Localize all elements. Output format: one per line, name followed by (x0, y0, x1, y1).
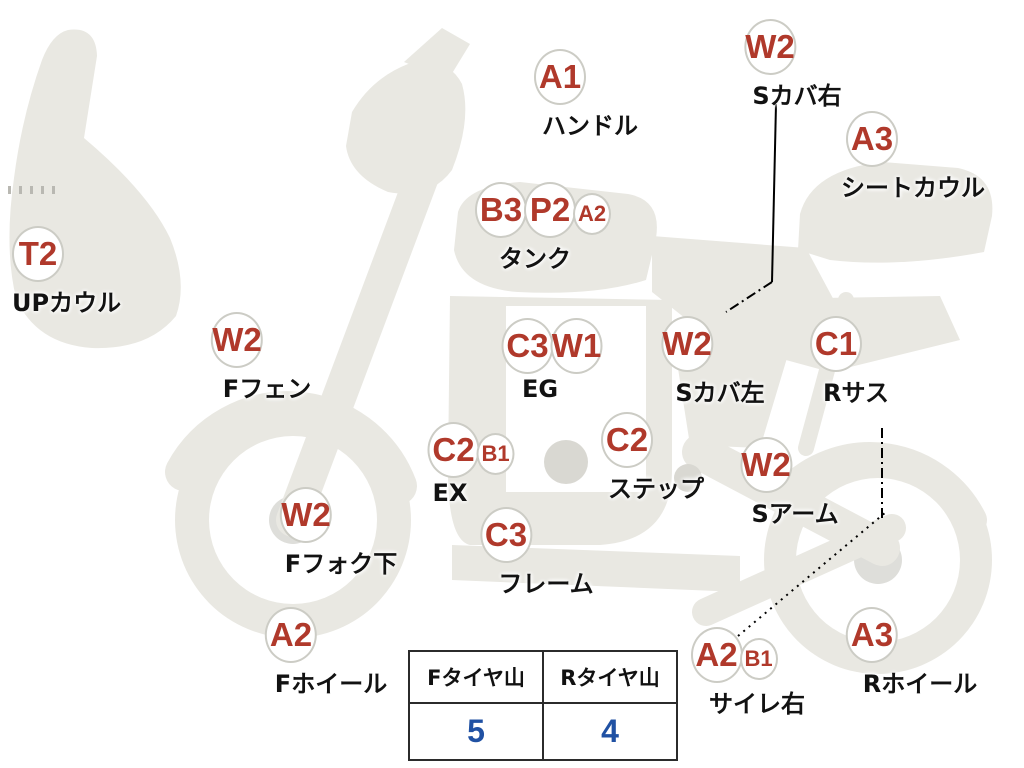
marker-r-wheel: A3 Rホイール (815, 607, 977, 699)
part-label: サイレ右 (709, 690, 805, 718)
leader-line (725, 281, 773, 313)
marker-silencer-right: A2 B1 サイレ右 (686, 627, 805, 719)
silencer-shape (692, 514, 906, 626)
part-label: Sカバ右 (752, 82, 842, 110)
leader-line (771, 103, 777, 283)
condition-code-badge: W2 (211, 312, 263, 368)
tire-tread-table: Fタイヤ山 Rタイヤ山 5 4 (408, 650, 678, 761)
rear-fender-shape (773, 442, 987, 535)
marker-handlebar: A1 ハンドル (512, 49, 638, 141)
part-label: Fホイール (274, 670, 388, 698)
marker-tank: B3 P2 A2 タンク (475, 182, 611, 274)
part-label: EX (432, 479, 468, 507)
condition-code-badge: W2 (743, 19, 796, 75)
condition-code-badge: A2 (265, 607, 317, 663)
marker-f-wheel: A2 Fホイール (235, 607, 387, 699)
part-label: Fフェン (222, 375, 312, 403)
part-label: シートカウル (841, 174, 985, 202)
front-fender-shape (165, 391, 417, 505)
f-tire-tread-value: 5 (408, 702, 544, 761)
marker-swingarm: W2 Sアーム (722, 437, 839, 529)
condition-code-badge: C1 (809, 316, 862, 372)
condition-code-badge: C2 (427, 422, 480, 478)
part-label: Sアーム (751, 500, 839, 528)
part-label: UPカウル (12, 289, 122, 317)
condition-code-badge: B1 (476, 433, 515, 475)
condition-code-badge: A1 (534, 49, 586, 105)
marker-up-cowl: T2 UPカウル (12, 226, 121, 318)
condition-code-badge: P2 (524, 182, 576, 238)
part-label: Rサス (822, 379, 890, 407)
condition-code-badge: T2 (12, 226, 64, 282)
condition-code-badge: A2 (690, 627, 743, 683)
marker-frame: C3 フレーム (458, 507, 594, 599)
part-label: Fフォク下 (284, 550, 398, 578)
r-tire-tread-value: 4 (542, 702, 678, 761)
condition-code-badge: C2 (601, 412, 653, 468)
condition-code-badge: W2 (660, 316, 713, 372)
condition-code-badge: C3 (480, 507, 532, 563)
handlebar-shape (346, 62, 466, 194)
seat-cowl-shape (798, 162, 993, 263)
condition-code-badge: C3 (501, 318, 554, 374)
marker-seat-cowl: A3 シートカウル (800, 111, 985, 203)
condition-code-badge: B1 (739, 638, 778, 680)
condition-code-badge: A3 (846, 111, 898, 167)
marker-s-cover-right: W2 Sカバ右 (725, 19, 842, 111)
r-tire-tread-header: Rタイヤ山 (542, 650, 678, 704)
condition-code-badge: A2 (573, 193, 611, 235)
condition-code-badge: B3 (475, 182, 527, 238)
front-fork-shape (276, 133, 449, 537)
marker-s-cover-left: W2 Sカバ左 (642, 316, 765, 408)
marker-step: C2 ステップ (579, 412, 704, 504)
part-label: ステップ (608, 475, 704, 503)
part-label: タンク (499, 245, 571, 273)
part-label: Rホイール (862, 670, 978, 698)
condition-code-badge: A3 (845, 607, 898, 663)
part-label: Sカバ左 (675, 379, 765, 407)
f-tire-tread-header: Fタイヤ山 (408, 650, 544, 704)
marker-f-fender: W2 Fフェン (193, 312, 311, 404)
step-peg-shape (674, 464, 702, 492)
condition-code-badge: W2 (740, 437, 792, 493)
part-label: EG (521, 375, 559, 403)
condition-code-badge: W2 (280, 487, 332, 543)
part-label: ハンドル (542, 112, 638, 140)
leader-lines (725, 103, 887, 637)
marker-r-suspension: C1 Rサス (803, 316, 889, 408)
part-label: フレーム (498, 570, 594, 598)
marker-f-fork-lower: W2 Fフォク下 (250, 487, 397, 579)
exhaust-shape (452, 545, 740, 592)
marker-engine: C3 W1 EG (501, 318, 603, 403)
marker-exhaust: C2 B1 EX (427, 422, 515, 507)
condition-code-badge: W1 (550, 318, 603, 374)
